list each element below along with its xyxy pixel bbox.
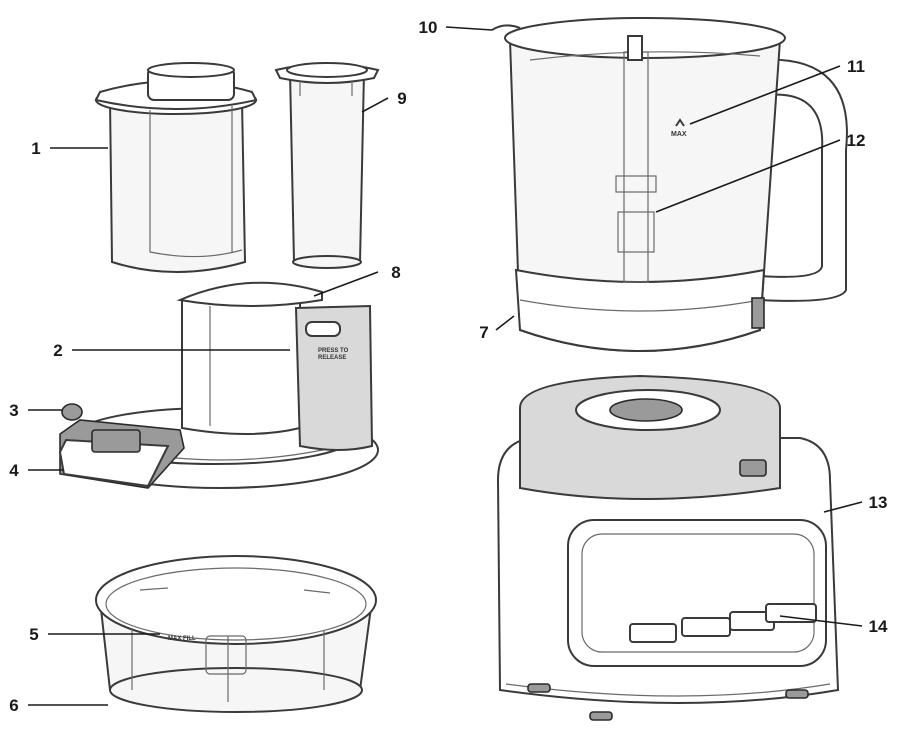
processor-bowl: MAX FILL [95, 555, 377, 713]
callout-11: 11 [689, 57, 865, 125]
callout-8: 8 [313, 263, 401, 297]
callout-12: 12 [655, 131, 866, 213]
svg-text:2: 2 [53, 341, 62, 360]
svg-text:6: 6 [9, 696, 18, 715]
svg-text:10: 10 [419, 18, 438, 37]
pitcher-max-marking: MAX [671, 131, 687, 138]
svg-text:9: 9 [397, 89, 406, 108]
callout-4: 4 [9, 461, 64, 480]
lid-assembly: PRESS TO RELEASE [58, 281, 379, 489]
svg-text:8: 8 [391, 263, 400, 282]
svg-text:14: 14 [869, 617, 888, 636]
svg-text:12: 12 [847, 131, 866, 150]
svg-text:13: 13 [869, 493, 888, 512]
svg-text:RELEASE: RELEASE [318, 355, 346, 361]
svg-text:5: 5 [29, 625, 38, 644]
callout-3: 3 [9, 401, 62, 420]
callout-10: 10 [419, 18, 493, 37]
callout-5: 5 [29, 625, 160, 644]
callout-7: 7 [479, 315, 515, 342]
svg-text:3: 3 [9, 401, 18, 420]
callout-6: 6 [9, 696, 108, 715]
pitcher: MAX [491, 17, 848, 352]
svg-text:PRESS TO: PRESS TO [318, 348, 349, 354]
callout-1: 1 [31, 139, 108, 158]
svg-text:1: 1 [31, 139, 40, 158]
svg-text:7: 7 [479, 323, 488, 342]
callout-13: 13 [823, 493, 888, 513]
large-pusher [94, 62, 258, 273]
callout-2: 2 [53, 341, 290, 360]
bowl-max-fill-marking: MAX FILL [168, 636, 196, 642]
callout-9: 9 [361, 89, 407, 113]
callout-14: 14 [779, 615, 888, 636]
small-pusher [274, 62, 380, 269]
motor-base [496, 374, 840, 721]
svg-text:4: 4 [9, 461, 19, 480]
svg-text:11: 11 [847, 57, 865, 76]
